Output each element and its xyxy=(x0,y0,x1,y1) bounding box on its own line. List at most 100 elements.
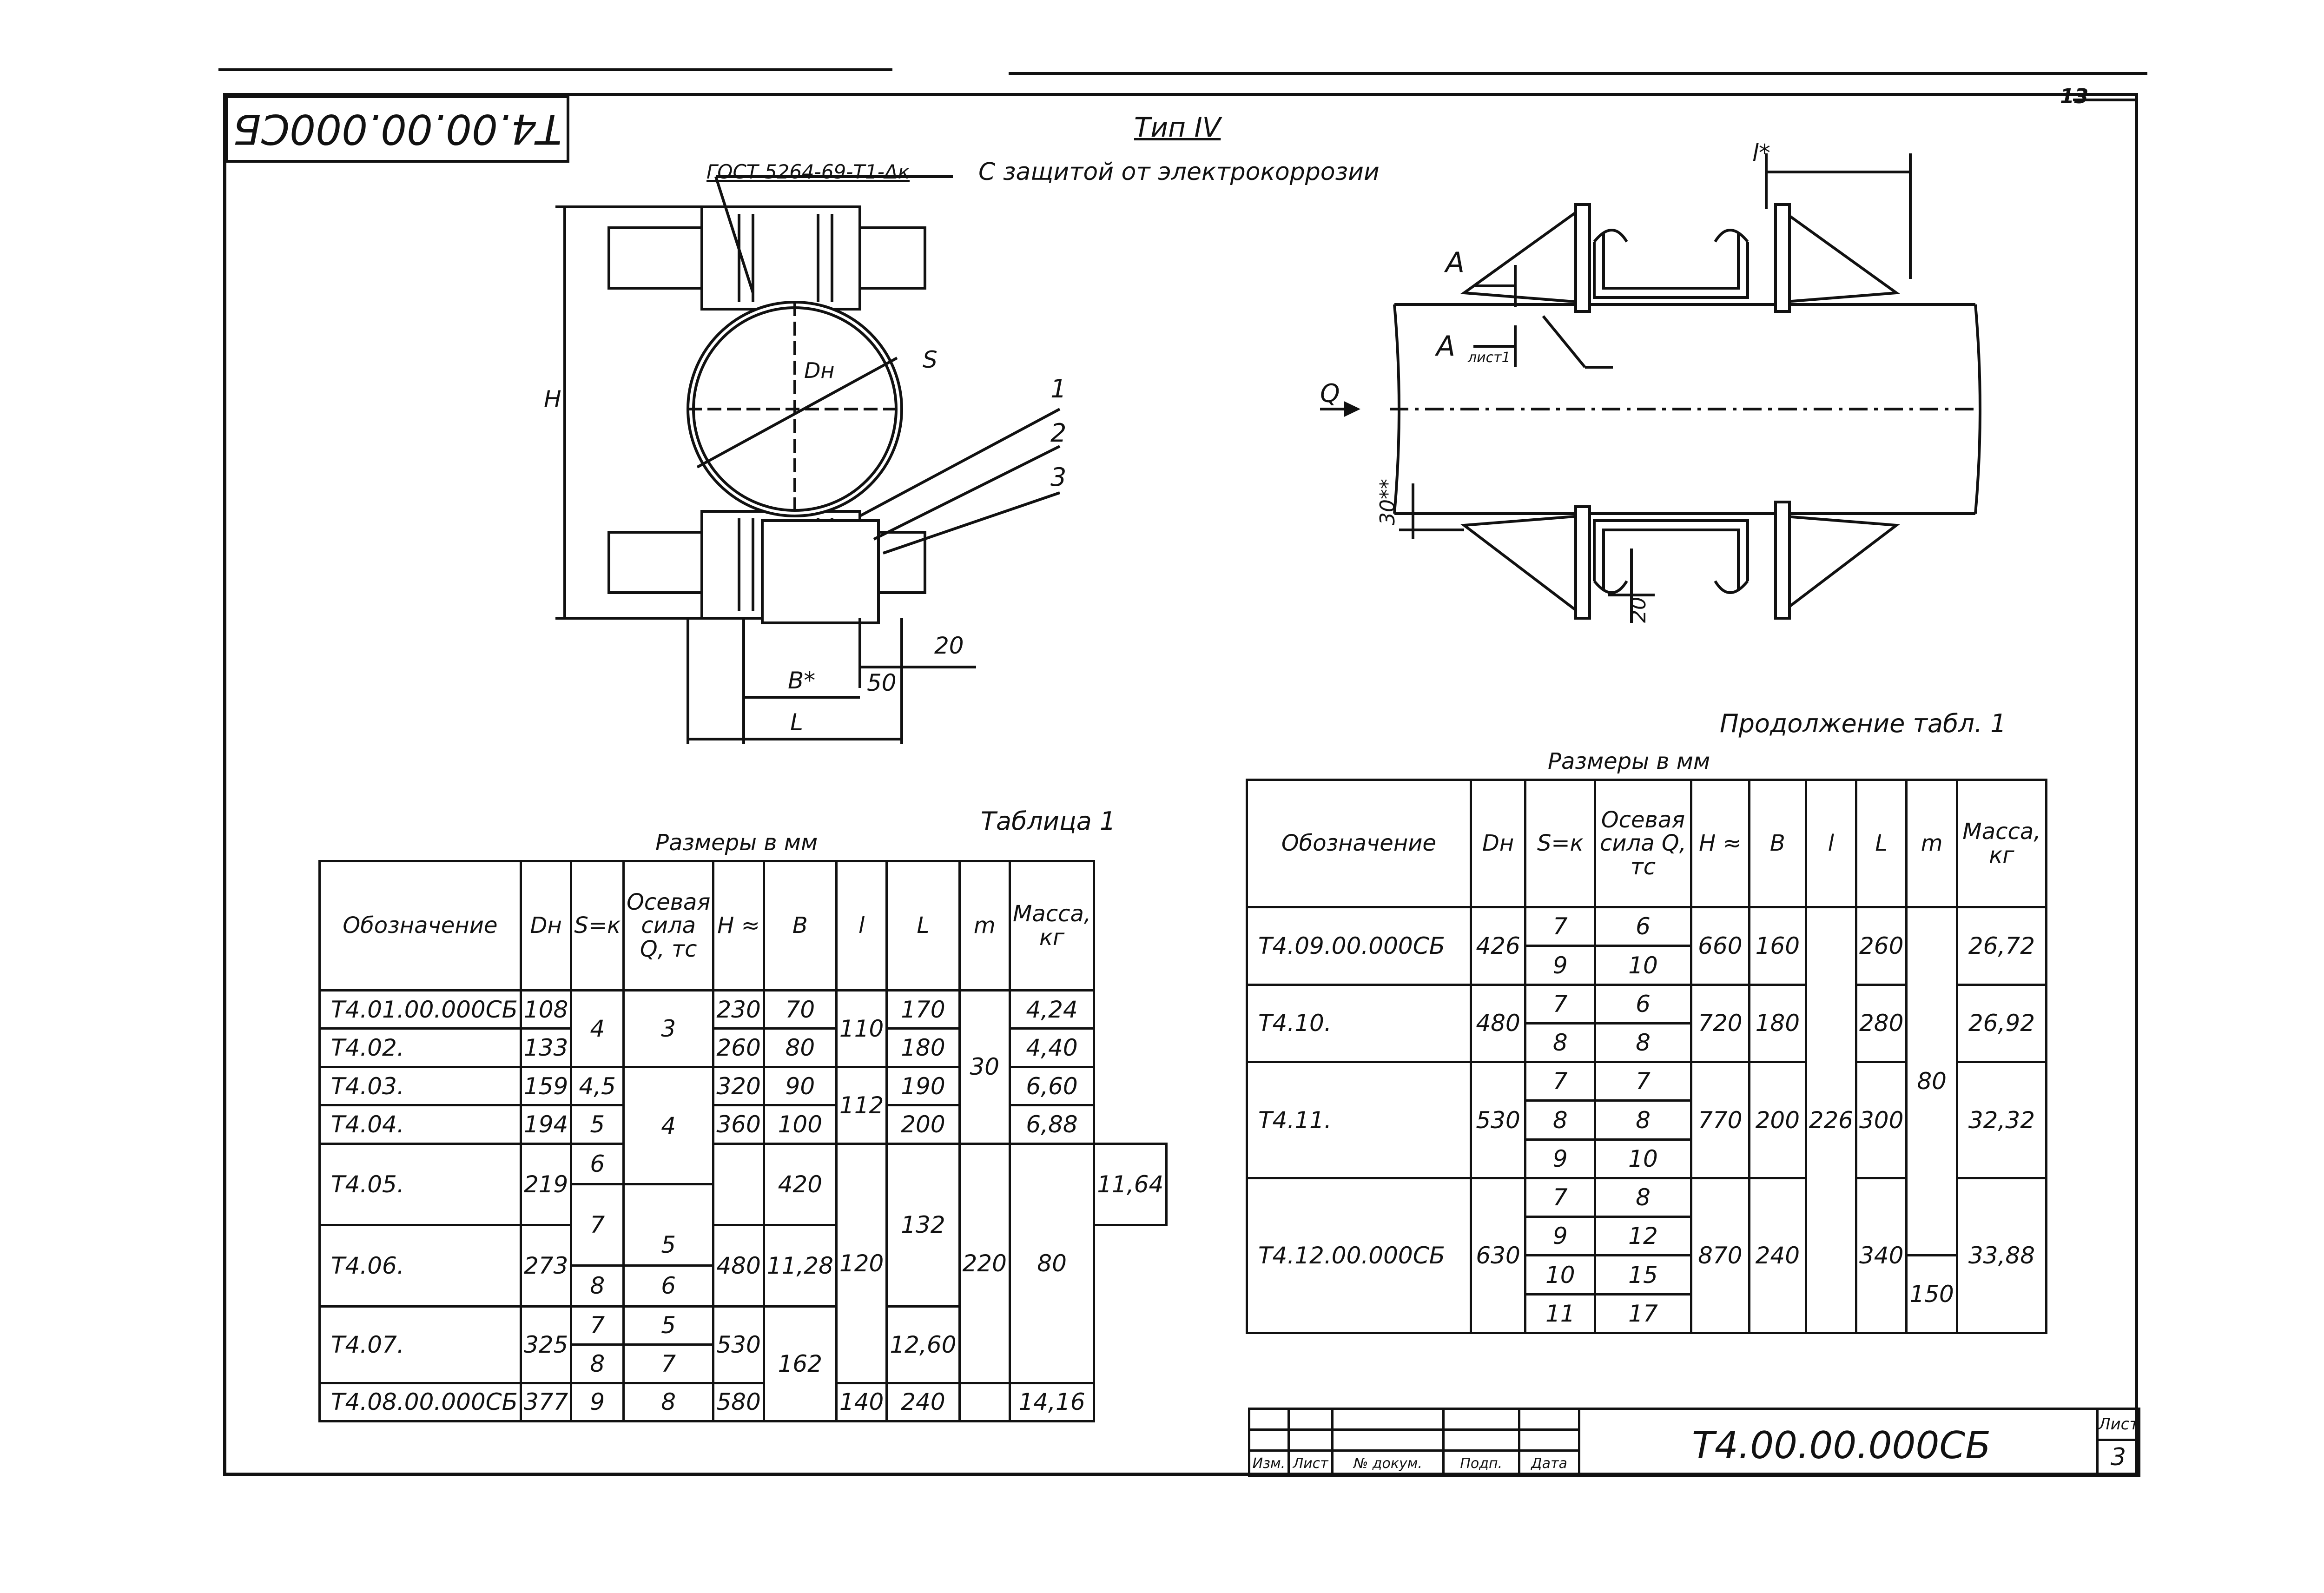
t1-cell: 180 xyxy=(885,1027,961,1068)
table-row: Т4.09.00.000СБ xyxy=(1246,906,1472,986)
t2-cell: 32,32 xyxy=(1955,1061,2048,1179)
t1-cell: 273 xyxy=(519,1223,573,1308)
t1-cell: 8 xyxy=(570,1343,625,1384)
t1-cell: 200 xyxy=(885,1104,961,1145)
position-2: 2 xyxy=(1050,418,1067,448)
t2-cell: 15 xyxy=(1594,1254,1692,1296)
t2-cell: 10 xyxy=(1594,945,1692,986)
t2-cell: 660 xyxy=(1690,906,1751,986)
t1-cell: 240 xyxy=(885,1381,961,1423)
t1-cell: 9 xyxy=(570,1381,625,1423)
t1-cell: 5 xyxy=(570,1104,625,1145)
t2-cell: 8 xyxy=(1524,1099,1597,1141)
t2-cell: 17 xyxy=(1594,1293,1692,1335)
t2-head-force: Осевая сила Q, тс xyxy=(1594,778,1692,909)
t1-cell: 6,60 xyxy=(1008,1065,1096,1107)
section-a-bottom: A xyxy=(1436,330,1456,363)
t2-cell: 226 xyxy=(1804,906,1858,1334)
dim-50: 50 xyxy=(867,669,897,696)
t2-cell: 7 xyxy=(1524,1177,1597,1218)
t1-cell: 260 xyxy=(712,1027,765,1068)
table1-caption: Таблица 1 xyxy=(981,806,1116,836)
t1-cell: 70 xyxy=(762,989,838,1030)
t1-cell: 3 xyxy=(622,989,715,1068)
t2-cell: 8 xyxy=(1594,1022,1692,1064)
t2-head-l-small: l xyxy=(1804,778,1858,909)
t2-cell: 7 xyxy=(1524,1061,1597,1102)
t1-cell: 12,60 xyxy=(885,1305,961,1384)
t1-head-l-small: l xyxy=(835,859,888,992)
t2-cell: 33,88 xyxy=(1955,1177,2048,1335)
section-a-top: A xyxy=(1446,246,1465,279)
t1-cell: 110 xyxy=(835,989,888,1068)
t1-cell: 377 xyxy=(519,1381,573,1423)
t1-cell: 5 xyxy=(622,1305,715,1346)
sheet-number-top: 13 xyxy=(2060,85,2089,108)
rev-col-docnum: № докум. xyxy=(1331,1449,1445,1477)
t2-cell: 7 xyxy=(1524,983,1597,1025)
t1-cell: 6,88 xyxy=(1008,1104,1096,1145)
t1-cell: 480 xyxy=(712,1223,765,1308)
dim-20-right: 20 xyxy=(1627,597,1651,623)
t1-cell: 120 xyxy=(835,1142,888,1384)
t1-cell: 4,40 xyxy=(1008,1027,1096,1068)
t1-cell: 159 xyxy=(519,1065,573,1107)
table-row: Т4.04. xyxy=(318,1104,522,1145)
t1-cell: 6 xyxy=(570,1142,625,1186)
table-row: Т4.05. xyxy=(318,1142,522,1226)
drawing-frame xyxy=(223,93,2138,1476)
t1-cell: 4,24 xyxy=(1008,989,1096,1030)
t2-cell: 870 xyxy=(1690,1177,1751,1335)
table-row: Т4.10. xyxy=(1246,983,1472,1064)
table1-units: Размеры в мм xyxy=(655,830,818,856)
t1-cell: 108 xyxy=(519,989,573,1030)
t2-head-m: m xyxy=(1905,778,1958,909)
t1-cell: 4,5 xyxy=(570,1065,625,1107)
standard-reference: ГОСТ 5264-69-Т1-Δк xyxy=(706,160,910,183)
table-row: Т4.06. xyxy=(318,1223,522,1308)
t2-cell: 8 xyxy=(1524,1022,1597,1064)
revision-block: Изм. Лист № докум. Подп. Дата xyxy=(1248,1408,1580,1477)
t2-head-b: B xyxy=(1748,778,1807,909)
t1-cell: 30 xyxy=(958,989,1011,1145)
t1-cell: 112 xyxy=(835,1065,888,1145)
protection-note: С защитой от электрокоррозии xyxy=(978,158,1380,186)
document-code: Т4.00.00.000СБ xyxy=(1692,1424,1991,1467)
dim-l-big-label: L xyxy=(790,709,803,736)
t1-cell: 325 xyxy=(519,1305,573,1384)
dim-l-star: l* xyxy=(1752,139,1770,166)
t1-cell: 4 xyxy=(622,1065,715,1186)
t2-cell: 9 xyxy=(1524,1138,1597,1179)
t2-cell: 280 xyxy=(1855,983,1908,1064)
rev-col-sheet: Лист xyxy=(1287,1449,1334,1477)
t1-cell: 7 xyxy=(570,1183,625,1267)
t2-head-designation: Обозначение xyxy=(1246,778,1472,909)
t1-cell: 132 xyxy=(885,1142,961,1308)
t1-head-mass: Масса, кг xyxy=(1008,859,1096,992)
t1-cell: 8 xyxy=(570,1264,625,1308)
rev-col-date: Дата xyxy=(1518,1449,1580,1477)
t1-cell: 7 xyxy=(622,1343,715,1384)
section-a-sheet: лист1 xyxy=(1468,350,1511,366)
load-q-label: Q xyxy=(1320,379,1340,408)
t2-head-h: H ≈ xyxy=(1690,778,1751,909)
table2-units: Размеры в мм xyxy=(1548,748,1710,774)
t1-head-sk: S=к xyxy=(570,859,625,992)
t1-cell: 6 xyxy=(622,1264,715,1308)
t2-cell: 9 xyxy=(1524,945,1597,986)
t1-cell: 80 xyxy=(1008,1142,1096,1384)
t1-cell: 133 xyxy=(519,1027,573,1068)
dim-20-left: 20 xyxy=(934,632,964,659)
dim-dn-label: Dн xyxy=(804,358,835,383)
sheet-box: Лист 3 xyxy=(2096,1408,2140,1477)
t1-head-h: H ≈ xyxy=(712,859,765,992)
t2-cell: 12 xyxy=(1594,1216,1692,1257)
dim-s-label: S xyxy=(923,346,938,373)
t2-cell: 26,72 xyxy=(1955,906,2048,986)
t1-cell: 220 xyxy=(958,1142,1011,1384)
t2-cell: 6 xyxy=(1594,983,1692,1025)
t2-cell: 80 xyxy=(1905,906,1958,1257)
